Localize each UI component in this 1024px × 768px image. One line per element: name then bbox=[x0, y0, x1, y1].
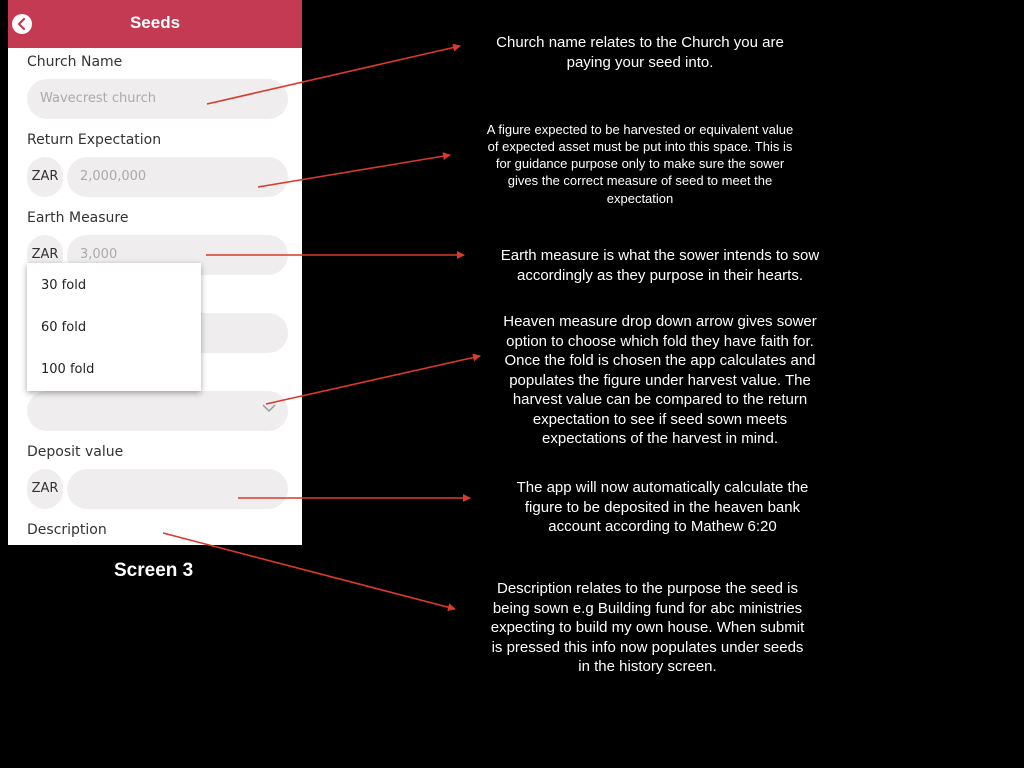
annotation-line: populates the figure under harvest value… bbox=[509, 371, 811, 389]
annotation-return-expectation: A figure expected to be harvested or equ… bbox=[450, 121, 830, 207]
annotation-earth-measure: Earth measure is what the sower intends … bbox=[455, 246, 865, 285]
description-label: Description bbox=[27, 522, 107, 538]
annotation-line: expectations of the harvest in mind. bbox=[542, 430, 778, 447]
fold-dropdown-menu: 30 fold 60 fold 100 fold bbox=[27, 263, 201, 391]
chevron-left-icon bbox=[17, 17, 26, 31]
annotation-line: account according to Mathew 6:20 bbox=[548, 518, 777, 535]
arrow-return-expectation bbox=[257, 152, 451, 188]
return-expectation-placeholder: 2,000,000 bbox=[80, 169, 147, 184]
back-button[interactable] bbox=[12, 14, 32, 34]
return-expectation-label: Return Expectation bbox=[27, 132, 162, 148]
arrow-description bbox=[162, 532, 456, 612]
church-name-label: Church Name bbox=[27, 54, 123, 70]
annotation-line: option to choose which fold they have fa… bbox=[506, 332, 814, 350]
fold-option-30[interactable]: 30 fold bbox=[41, 278, 87, 293]
annotation-line: of expected asset must be put into this … bbox=[487, 139, 793, 155]
arrow-heaven-measure bbox=[265, 353, 481, 405]
annotation-line: expectation to see if seed sown meets bbox=[532, 410, 788, 428]
earth-measure-label: Earth Measure bbox=[27, 210, 129, 226]
deposit-value-currency: ZAR bbox=[27, 469, 63, 509]
return-expectation-currency: ZAR bbox=[27, 157, 63, 197]
app-header: Seeds bbox=[8, 0, 302, 48]
annotation-line: paying your seed into. bbox=[566, 53, 714, 71]
annotation-line: in the history screen. bbox=[578, 658, 717, 675]
annotation-church-name: Church name relates to the Church you ar… bbox=[460, 33, 820, 72]
fold-option-60[interactable]: 60 fold bbox=[41, 320, 87, 335]
screen-label: Screen 3 bbox=[114, 560, 194, 581]
annotation-line: harvest value can be compared to the ret… bbox=[512, 391, 808, 408]
page-title: Seeds bbox=[129, 13, 181, 32]
return-expectation-input[interactable]: 2,000,000 bbox=[67, 157, 288, 197]
earth-measure-placeholder: 3,000 bbox=[80, 247, 118, 262]
annotation-line: expecting to build my own house. When su… bbox=[490, 619, 805, 636]
deposit-value-label: Deposit value bbox=[27, 444, 124, 460]
annotation-line: The app will now automatically calculate… bbox=[516, 479, 809, 496]
annotation-line: figure to be deposited in the heaven ban… bbox=[524, 498, 801, 516]
arrow-church-name bbox=[206, 43, 461, 105]
annotation-line: A figure expected to be harvested or equ… bbox=[486, 122, 794, 137]
annotation-deposit-value: The app will now automatically calculate… bbox=[470, 478, 855, 537]
annotation-line: for guidance purpose only to make sure t… bbox=[495, 156, 785, 172]
harvest-value-field[interactable] bbox=[27, 391, 288, 431]
annotation-description: Description relates to the purpose the s… bbox=[455, 579, 840, 677]
church-name-placeholder: Wavecrest church bbox=[40, 91, 156, 106]
deposit-value-input[interactable] bbox=[67, 469, 288, 509]
chevron-down-icon[interactable] bbox=[261, 402, 277, 414]
annotation-line: being sown e.g Building fund for abc min… bbox=[492, 599, 803, 617]
annotation-line: expectation bbox=[606, 190, 674, 206]
annotation-line: Church name relates to the Church you ar… bbox=[496, 34, 784, 51]
annotation-line: Once the fold is chosen the app calculat… bbox=[504, 352, 816, 369]
annotation-heaven-measure: Heaven measure drop down arrow gives sow… bbox=[460, 312, 860, 449]
fold-option-100[interactable]: 100 fold bbox=[41, 362, 95, 377]
annotation-line: gives the correct measure of seed to mee… bbox=[507, 173, 773, 189]
annotation-line: is pressed this info now populates under… bbox=[491, 638, 804, 656]
annotation-line: accordingly as they purpose in their hea… bbox=[517, 266, 803, 284]
annotation-line: Heaven measure drop down arrow gives sow… bbox=[503, 313, 817, 330]
annotation-line: Earth measure is what the sower intends … bbox=[500, 247, 820, 264]
annotation-line: Description relates to the purpose the s… bbox=[496, 580, 798, 597]
church-name-input[interactable]: Wavecrest church bbox=[27, 79, 288, 119]
